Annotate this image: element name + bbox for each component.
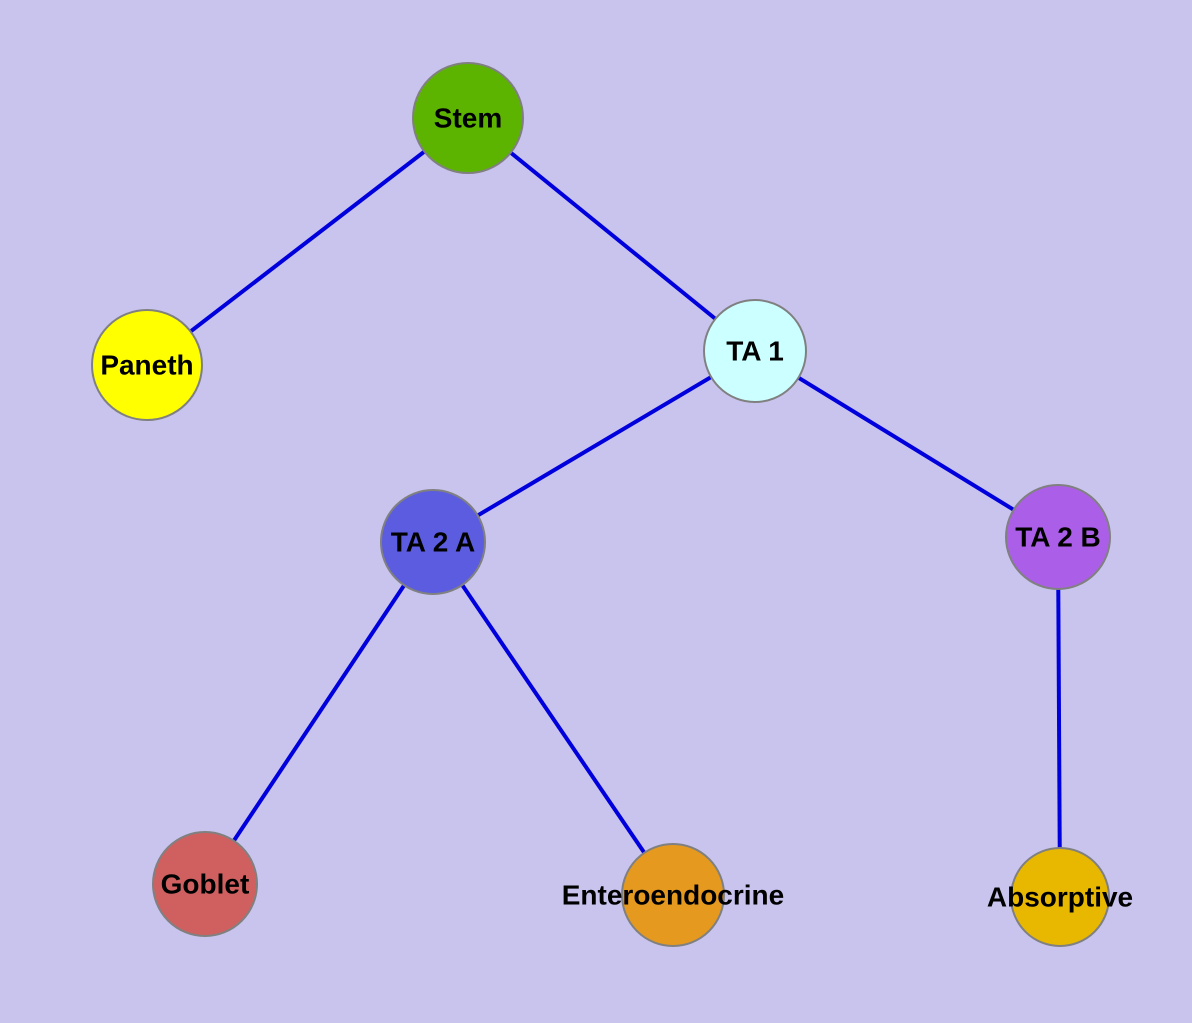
edge-ta2a-enteroendocrine: [431, 540, 675, 897]
node-absorptive[interactable]: [1010, 847, 1110, 947]
node-ta2b[interactable]: [1005, 484, 1111, 590]
node-goblet[interactable]: [152, 831, 258, 937]
edge-ta1-ta2a: [431, 349, 757, 544]
node-paneth[interactable]: [91, 309, 203, 421]
node-enteroendocrine[interactable]: [621, 843, 725, 947]
edge-ta2a-goblet: [203, 540, 435, 886]
node-ta2a[interactable]: [380, 489, 486, 595]
edge-stem-ta1: [466, 116, 757, 353]
node-stem[interactable]: [412, 62, 524, 174]
edge-stem-paneth: [145, 116, 470, 367]
edge-ta2b-absorptive: [1056, 536, 1062, 898]
edge-ta1-ta2b: [753, 349, 1060, 539]
node-ta1[interactable]: [703, 299, 807, 403]
